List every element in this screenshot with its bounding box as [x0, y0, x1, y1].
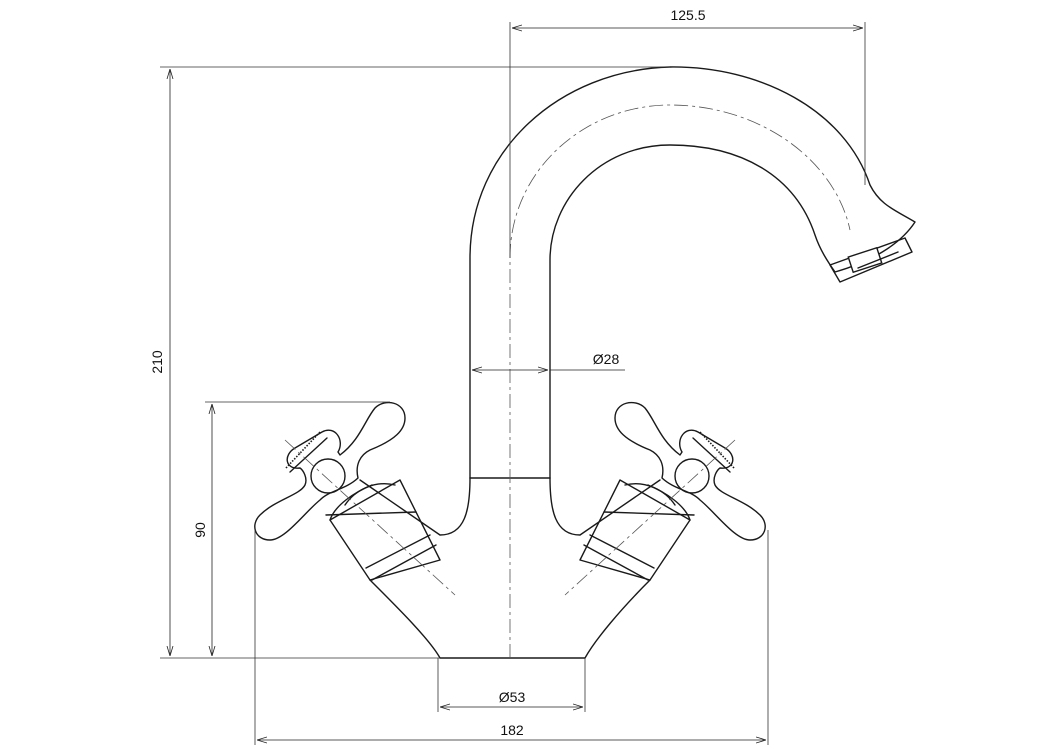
total-height-label: 210 — [149, 350, 165, 374]
aerator — [829, 237, 913, 283]
left-tap — [254, 401, 456, 596]
handle-height-label: 90 — [192, 522, 208, 538]
dimension-base-diameter: Ø53 — [437, 658, 586, 712]
dimension-spout-diameter: Ø28 — [472, 351, 625, 370]
spout-centerline — [509, 104, 851, 658]
right-tap — [564, 401, 766, 596]
dimension-total-width: 182 — [254, 530, 769, 745]
dimension-total-height: 210 — [149, 66, 670, 659]
dimension-spout-reach: 125.5 — [509, 7, 866, 258]
dimension-handle-height: 90 — [192, 401, 390, 656]
total-width-label: 182 — [500, 722, 524, 738]
spout-reach-label: 125.5 — [670, 7, 705, 23]
spout-diameter-label: Ø28 — [593, 351, 620, 367]
faucet-outline — [359, 66, 916, 659]
base-diameter-label: Ø53 — [499, 689, 526, 705]
